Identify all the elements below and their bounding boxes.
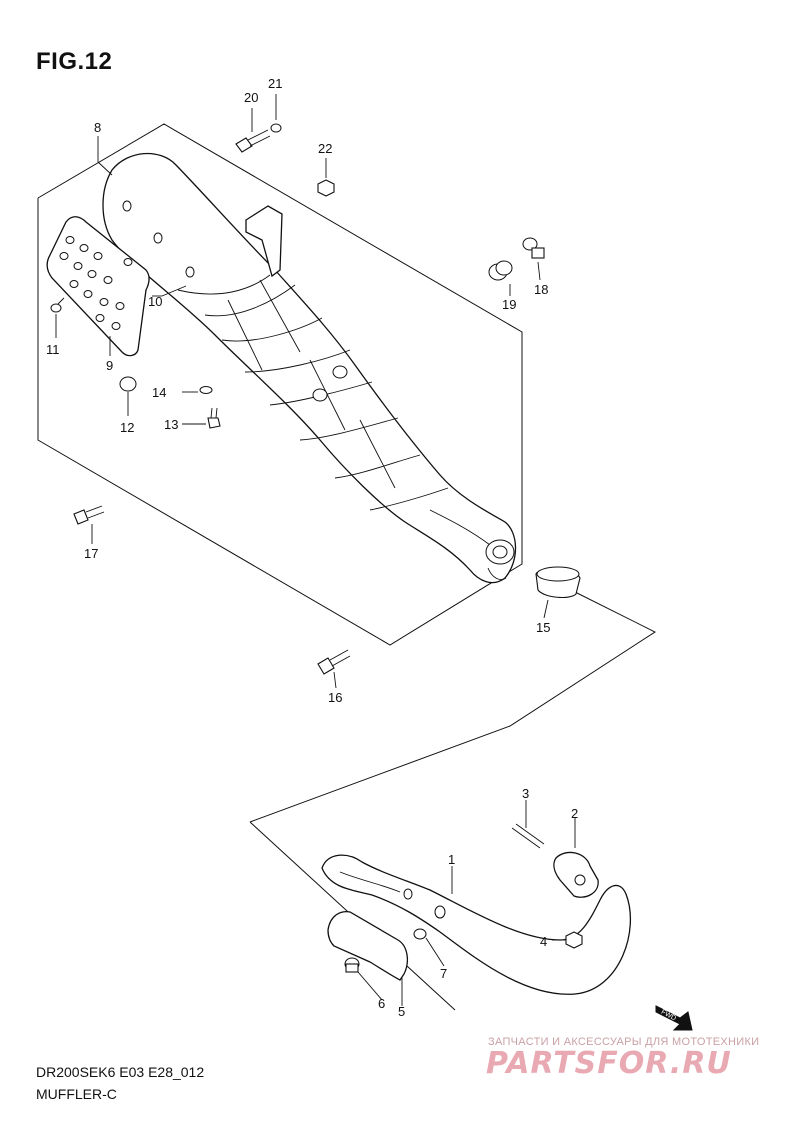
collar-6 <box>344 957 360 973</box>
bolt-16 <box>317 649 351 675</box>
washer-21 <box>270 123 282 133</box>
grommet-7 <box>413 928 427 940</box>
callout-18: 18 <box>534 282 548 297</box>
leader-lines <box>55 94 576 1006</box>
callout-16: 16 <box>328 690 342 705</box>
nut-22 <box>317 179 335 197</box>
watermark-tagline: ЗАПЧАСТИ И АКСЕССУАРЫ ДЛЯ МОТОТЕХНИКИ <box>488 1036 760 1048</box>
muffler-body <box>102 152 517 584</box>
muffler-group-frame <box>37 123 523 646</box>
bolt-20 <box>235 129 271 153</box>
figure-name: MUFFLER-C <box>36 1086 117 1102</box>
callout-1: 1 <box>448 852 455 867</box>
callout-2: 2 <box>571 806 578 821</box>
figure-title: FIG.12 <box>36 48 113 75</box>
collar-18 <box>522 237 545 259</box>
callout-19: 19 <box>502 297 516 312</box>
forward-direction-arrow: FWD <box>655 1005 693 1031</box>
callout-17: 17 <box>84 546 98 561</box>
bolt-13 <box>207 407 221 429</box>
figure-code: DR200SEK6 E03 E28_012 <box>36 1064 205 1080</box>
exhaust-pipe <box>321 854 632 995</box>
callout-12: 12 <box>120 420 134 435</box>
callout-10: 10 <box>148 294 162 309</box>
heat-shield <box>46 216 150 357</box>
washer-14 <box>199 386 213 394</box>
callout-8: 8 <box>94 120 101 135</box>
callout-21: 21 <box>268 76 282 91</box>
gasket-15 <box>535 566 581 599</box>
grommet-19 <box>488 260 513 281</box>
callout-3: 3 <box>522 786 529 801</box>
callout-20: 20 <box>244 90 258 105</box>
pipe-shield-5 <box>327 910 409 981</box>
callout-4: 4 <box>540 934 547 949</box>
callout-13: 13 <box>164 417 178 432</box>
callout-11: 11 <box>46 342 60 357</box>
callout-14: 14 <box>152 385 166 400</box>
exhaust-pipe-group-frame <box>249 591 657 823</box>
screw-11 <box>50 297 65 313</box>
callout-22: 22 <box>318 141 332 156</box>
watermark-logo: PARTSFOR.RU <box>486 1046 732 1081</box>
callout-15: 15 <box>536 620 550 635</box>
callout-5: 5 <box>398 1004 405 1019</box>
fwd-label: FWD <box>660 1009 677 1023</box>
nut-4 <box>565 931 583 949</box>
clamp-2 <box>553 851 599 898</box>
callout-7: 7 <box>440 966 447 981</box>
callout-9: 9 <box>106 358 113 373</box>
stud-3 <box>511 823 545 849</box>
grommet-12 <box>119 376 137 392</box>
bolt-17 <box>73 505 105 525</box>
callout-6: 6 <box>378 996 385 1011</box>
